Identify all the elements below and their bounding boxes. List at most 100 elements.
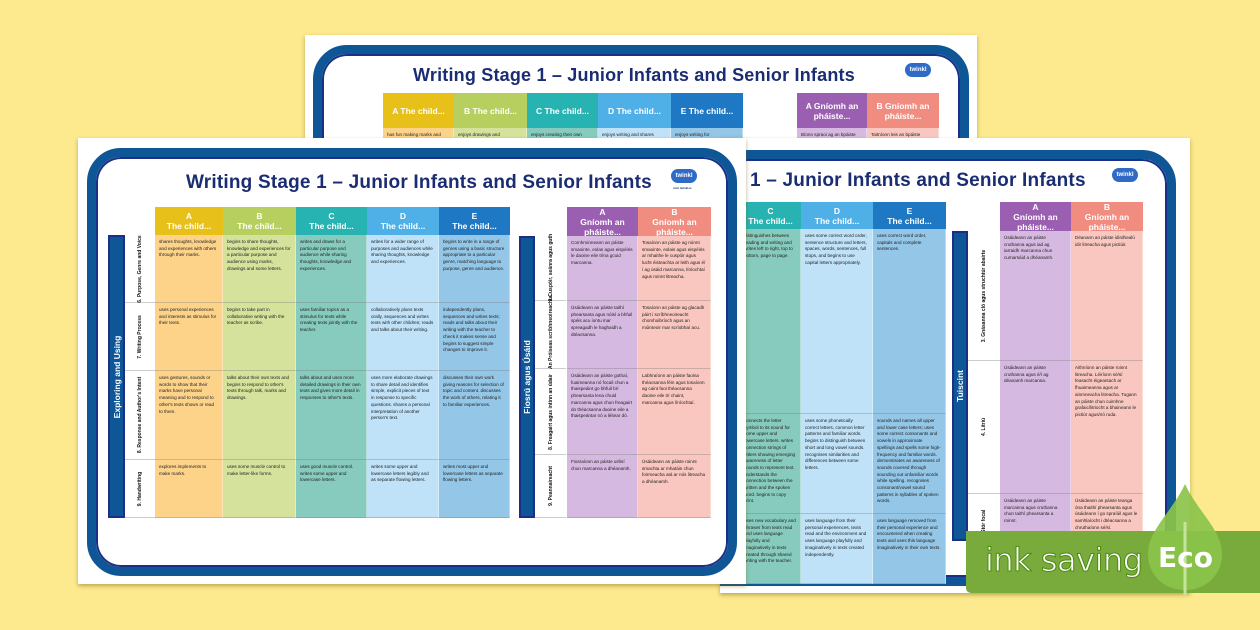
table-cell: sounds and names all upper and lower cas… xyxy=(873,414,946,514)
back-header-row: A The child... B The child... C The chil… xyxy=(383,93,743,128)
table-cell: Aithníonn an páiste roinnt litreacha. Lé… xyxy=(1071,361,1143,494)
table-cell: writes and draws for a particular purpos… xyxy=(296,235,367,303)
table-cell: Úsáideann an páiste taithí phearsanta ag… xyxy=(567,301,638,369)
back-sheet: Writing Stage 1 – Junior Infants and Sen… xyxy=(305,35,977,155)
table-cell: uses some correct word order, sentence s… xyxy=(801,229,873,414)
table-cell: Labhraíonn an páiste faoina théacsanna f… xyxy=(638,369,711,455)
section-band-exploring: Exploring and Using xyxy=(108,235,125,518)
table-cell: discusses their own work giving reasons … xyxy=(439,371,510,460)
twinkl-logo: twinkl xyxy=(905,63,931,77)
table-cell: writes some upper and lowercase letters … xyxy=(367,460,439,518)
right-row-labels: 3. Gnásanna cló agus struchtúr abairte 4… xyxy=(968,231,1000,554)
section-band-tuiscint: Tuiscint xyxy=(952,231,968,541)
row-label: 7. An Próiseas scríbhneoireachta xyxy=(535,295,566,374)
eco-label: Eco xyxy=(1158,541,1213,574)
table-cell: writes for a wider range of purposes and… xyxy=(367,235,439,303)
row-label: 3. Gnásanna cló agus struchtúr abairte xyxy=(968,231,1000,361)
table-cell: uses some muscle control to make letter-… xyxy=(223,460,296,518)
table-cell: Déanann an páiste idirdhealú idir litrea… xyxy=(1071,231,1143,361)
table-cell: talks about their own texts and begins t… xyxy=(223,371,296,460)
table-cell: Comhroinneann an páiste smaointe, eolas … xyxy=(567,236,638,301)
table-cell: uses new vocabulary and phrases from tex… xyxy=(740,514,801,584)
logo-tagline: visit twinkl.ie xyxy=(673,186,692,190)
table-cell: uses some phonetically correct letters, … xyxy=(801,414,873,514)
table-cell: talks about and uses more detailed drawi… xyxy=(296,371,367,460)
twinkl-logo: twinkl xyxy=(1112,168,1138,182)
section-band-fiosru: Fiosrú agus Úsáid xyxy=(519,236,535,518)
table-cell: uses language removed from their persona… xyxy=(873,514,946,584)
row-label: 8. Response and Author's Intent xyxy=(125,371,155,460)
table-cell: begins to write in a range of genres usi… xyxy=(439,235,510,303)
row-label: 8. Freagairt agus intinn an údair xyxy=(535,369,566,455)
row-label: 9. Handwriting xyxy=(125,460,155,518)
front-row-labels: 6. Purpose, Genre and Voice 7. Writing P… xyxy=(125,235,155,518)
table-cell: Úsáideann an páiste gothaí, fuaimeanna n… xyxy=(567,369,638,455)
table-cell: shares thoughts, knowledge and experienc… xyxy=(155,235,223,303)
table-cell: uses gestures, sounds or words to show t… xyxy=(155,371,223,460)
right-sheet: 1 – Junior Infants and Senior Infants tw… xyxy=(720,138,1190,593)
back-sheet-title: Writing Stage 1 – Junior Infants and Sen… xyxy=(413,65,855,85)
table-cell: uses personal experiences and interests … xyxy=(155,303,223,371)
table-cell: explores implements to make marks. xyxy=(155,460,223,518)
back-col-b: B The child... xyxy=(454,93,527,128)
table-cell: Úsáideann an páiste roinnt smachta ar mh… xyxy=(638,455,711,518)
table-cell: independently plans, sequences and write… xyxy=(439,303,510,371)
row-label: 4. Litriú xyxy=(968,361,1000,494)
back-col-c: C The child... xyxy=(527,93,598,128)
table-cell: begins to share thoughts, knowledge and … xyxy=(223,235,296,303)
front-irish-row-labels: 6. Cuspóir, seánra agus guth 7. An Próis… xyxy=(535,234,566,518)
back-col-a: A The child... xyxy=(383,93,454,128)
back-col-d: D The child... xyxy=(598,93,671,128)
table-cell: uses good muscle control. writes some up… xyxy=(296,460,367,518)
table-cell: connects the letter symbol to its sound … xyxy=(740,414,801,514)
table-cell: uses familiar topics as a stimulus for t… xyxy=(296,303,367,371)
front-sheet: Writing Stage 1 – Junior Infants and Sen… xyxy=(78,138,746,584)
table-cell: distinguishes between reading and writin… xyxy=(740,229,801,414)
twinkl-logo: twinkl xyxy=(671,169,697,183)
ink-saving-label: ink saving xyxy=(985,541,1144,580)
table-cell: uses correct word order, capitals and co… xyxy=(873,229,946,414)
right-sheet-title: 1 – Junior Infants and Senior Infants xyxy=(750,170,1086,191)
table-cell: writes most upper and lowercase letters … xyxy=(439,460,510,518)
row-label: 9. Peannaireacht xyxy=(535,455,566,518)
table-cell: uses language from their personal experi… xyxy=(801,514,873,584)
back-irish-col-a: A Gníomh an pháiste... xyxy=(797,93,867,128)
table-cell: begins to take part in collaborative wri… xyxy=(223,303,296,371)
back-irish-header-row: A Gníomh an pháiste... B Gníomh an pháis… xyxy=(797,93,939,128)
table-cell: Úsáideann an páiste cruthanna agus iad a… xyxy=(1000,231,1071,361)
back-irish-col-b: B Gníomh an pháiste... xyxy=(867,93,939,128)
table-cell: uses more elaborate drawings to share de… xyxy=(367,371,439,460)
back-col-e: E The child... xyxy=(671,93,743,128)
table-cell: Tosaíonn an páiste ag roinnt smaointe, e… xyxy=(638,236,711,301)
front-sheet-title: Writing Stage 1 – Junior Infants and Sen… xyxy=(186,172,652,193)
table-cell: collaboratively plans texts orally, sequ… xyxy=(367,303,439,371)
row-label: 7. Writing Process xyxy=(125,303,155,371)
